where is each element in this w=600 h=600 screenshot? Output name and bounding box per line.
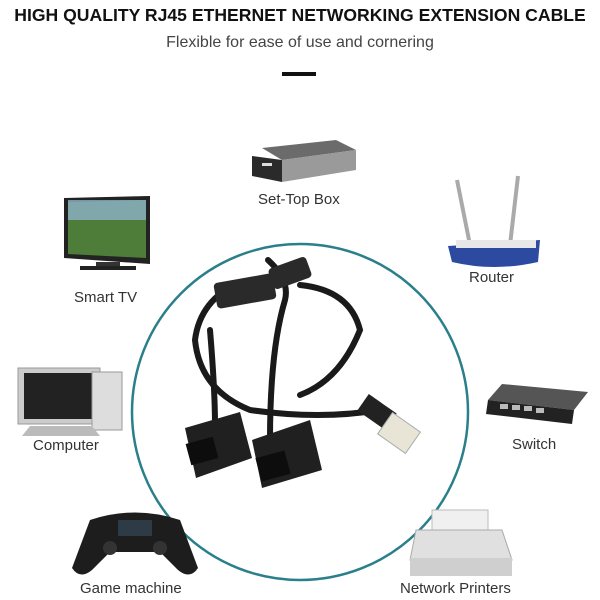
printer-icon bbox=[409, 509, 513, 576]
divider bbox=[282, 72, 316, 76]
switch-icon bbox=[486, 384, 588, 424]
device-label-network-printers: Network Printers bbox=[400, 580, 511, 597]
device-label-router: Router bbox=[469, 269, 515, 286]
ethernet-cable bbox=[191, 256, 383, 443]
smart-tv-icon bbox=[64, 196, 150, 270]
rj45-female-jack-left bbox=[185, 412, 252, 478]
computer-icon bbox=[17, 367, 123, 436]
rj45-female-jack-right bbox=[252, 420, 322, 488]
router-icon bbox=[448, 175, 540, 267]
page-title: HIGH QUALITY RJ45 ETHERNET NETWORKING EX… bbox=[14, 5, 586, 25]
device-label-set-top-box: Set-Top Box bbox=[258, 191, 340, 208]
page-subtitle: Flexible for ease of use and cornering bbox=[166, 34, 434, 51]
connection-circle bbox=[130, 242, 470, 582]
set-top-box-icon bbox=[252, 140, 356, 182]
device-label-game-machine: Game machine bbox=[80, 580, 182, 597]
gamepad-icon bbox=[72, 512, 198, 575]
device-label-computer: Computer bbox=[33, 437, 99, 454]
device-label-smart-tv: Smart TV bbox=[74, 289, 138, 306]
rj45-male-plug bbox=[357, 394, 422, 455]
device-label-switch: Switch bbox=[512, 436, 557, 453]
